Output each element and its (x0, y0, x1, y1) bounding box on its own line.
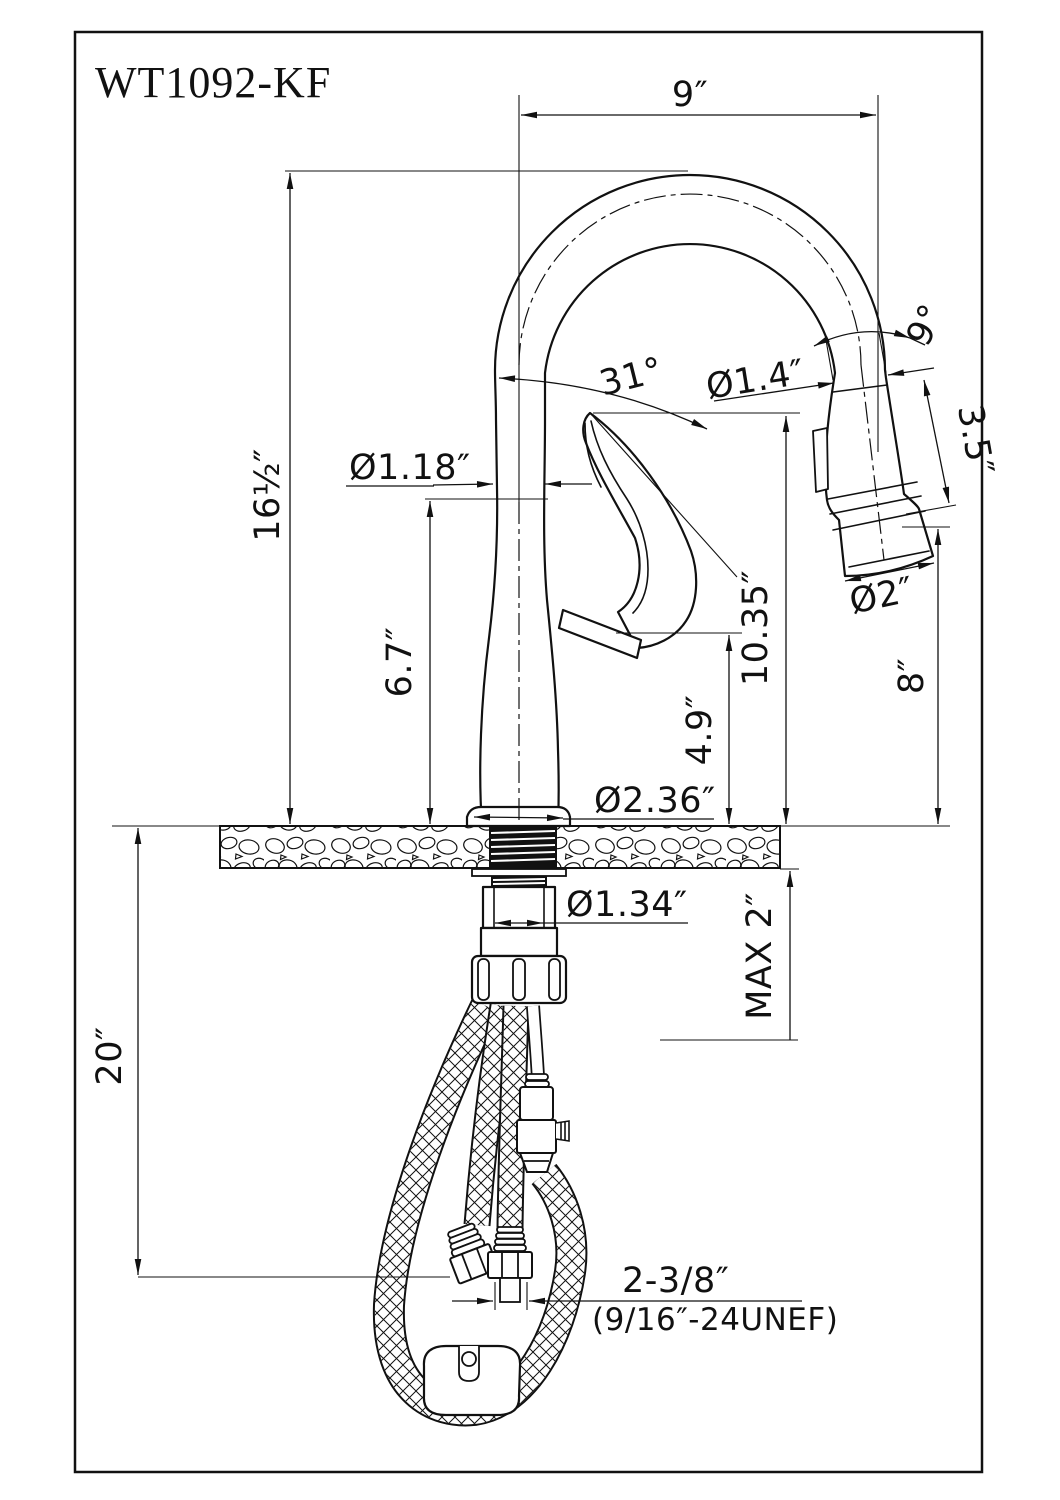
dim-label-spout-reach: 9″ (672, 75, 708, 115)
dim-label-base-diameter: Ø2.36″ (594, 781, 716, 821)
dim-label-spout-tip-height: 10.35″ (736, 570, 776, 686)
supply-hose-left (463, 1003, 517, 1227)
supply-hose-center (496, 1005, 530, 1229)
quick-connect-clip (555, 1120, 570, 1142)
dim-label-supply-connector: 2-3/8″ (622, 1261, 729, 1301)
dim-label-thread-spec: (9/16″-24UNEF) (592, 1302, 838, 1338)
centerlines (518, 95, 885, 826)
dim-spout-diameter: Ø1.18″ (346, 448, 592, 488)
dim-label-body-height: 6.7″ (380, 627, 420, 698)
dim-overall-height: 16½″ (112, 170, 688, 827)
dim-spout-tip-height: 10.35″ (593, 412, 800, 824)
dim-label-spout-diameter: Ø1.18″ (349, 448, 471, 488)
sprayer-tube (526, 1005, 545, 1079)
dim-label-overall-height: 16½″ (248, 448, 288, 542)
dim-supply-connector: 2-3/8″ (9/16″-24UNEF) (452, 1261, 838, 1338)
dim-max-deck: MAX 2″ (660, 868, 799, 1041)
quick-connect (516, 1073, 570, 1173)
handle-collar (557, 608, 643, 660)
dim-hose-drop: 20″ (90, 828, 450, 1278)
dim-body-height: 6.7″ (380, 498, 548, 824)
model-number: WT1092-KF (95, 58, 331, 107)
dim-outlet-height: 8″ (780, 526, 950, 827)
dim-label-outlet-height: 8″ (892, 658, 932, 694)
dim-spout-reach: 9″ (521, 75, 879, 452)
dim-label-handle-base-height: 4.9″ (680, 695, 720, 766)
deck-washer (471, 868, 567, 877)
spray-button (812, 427, 829, 493)
faucet-handle (557, 411, 698, 660)
dim-label-shank-diameter: Ø1.34″ (566, 885, 688, 925)
dim-label-hose-drop: 20″ (90, 1026, 130, 1085)
dim-handle-base-height: 4.9″ (616, 632, 742, 824)
dim-label-max-deck: MAX 2″ (740, 892, 780, 1020)
mounting-shank (470, 826, 568, 1005)
mounting-nut (470, 954, 568, 1005)
dim-base-diameter: Ø2.36″ (473, 781, 716, 822)
supply-fitting-center (487, 1226, 533, 1303)
hose-weight (422, 1344, 522, 1417)
dim-shank-diameter: Ø1.34″ (495, 885, 688, 927)
supply-fitting-left (447, 1222, 499, 1285)
